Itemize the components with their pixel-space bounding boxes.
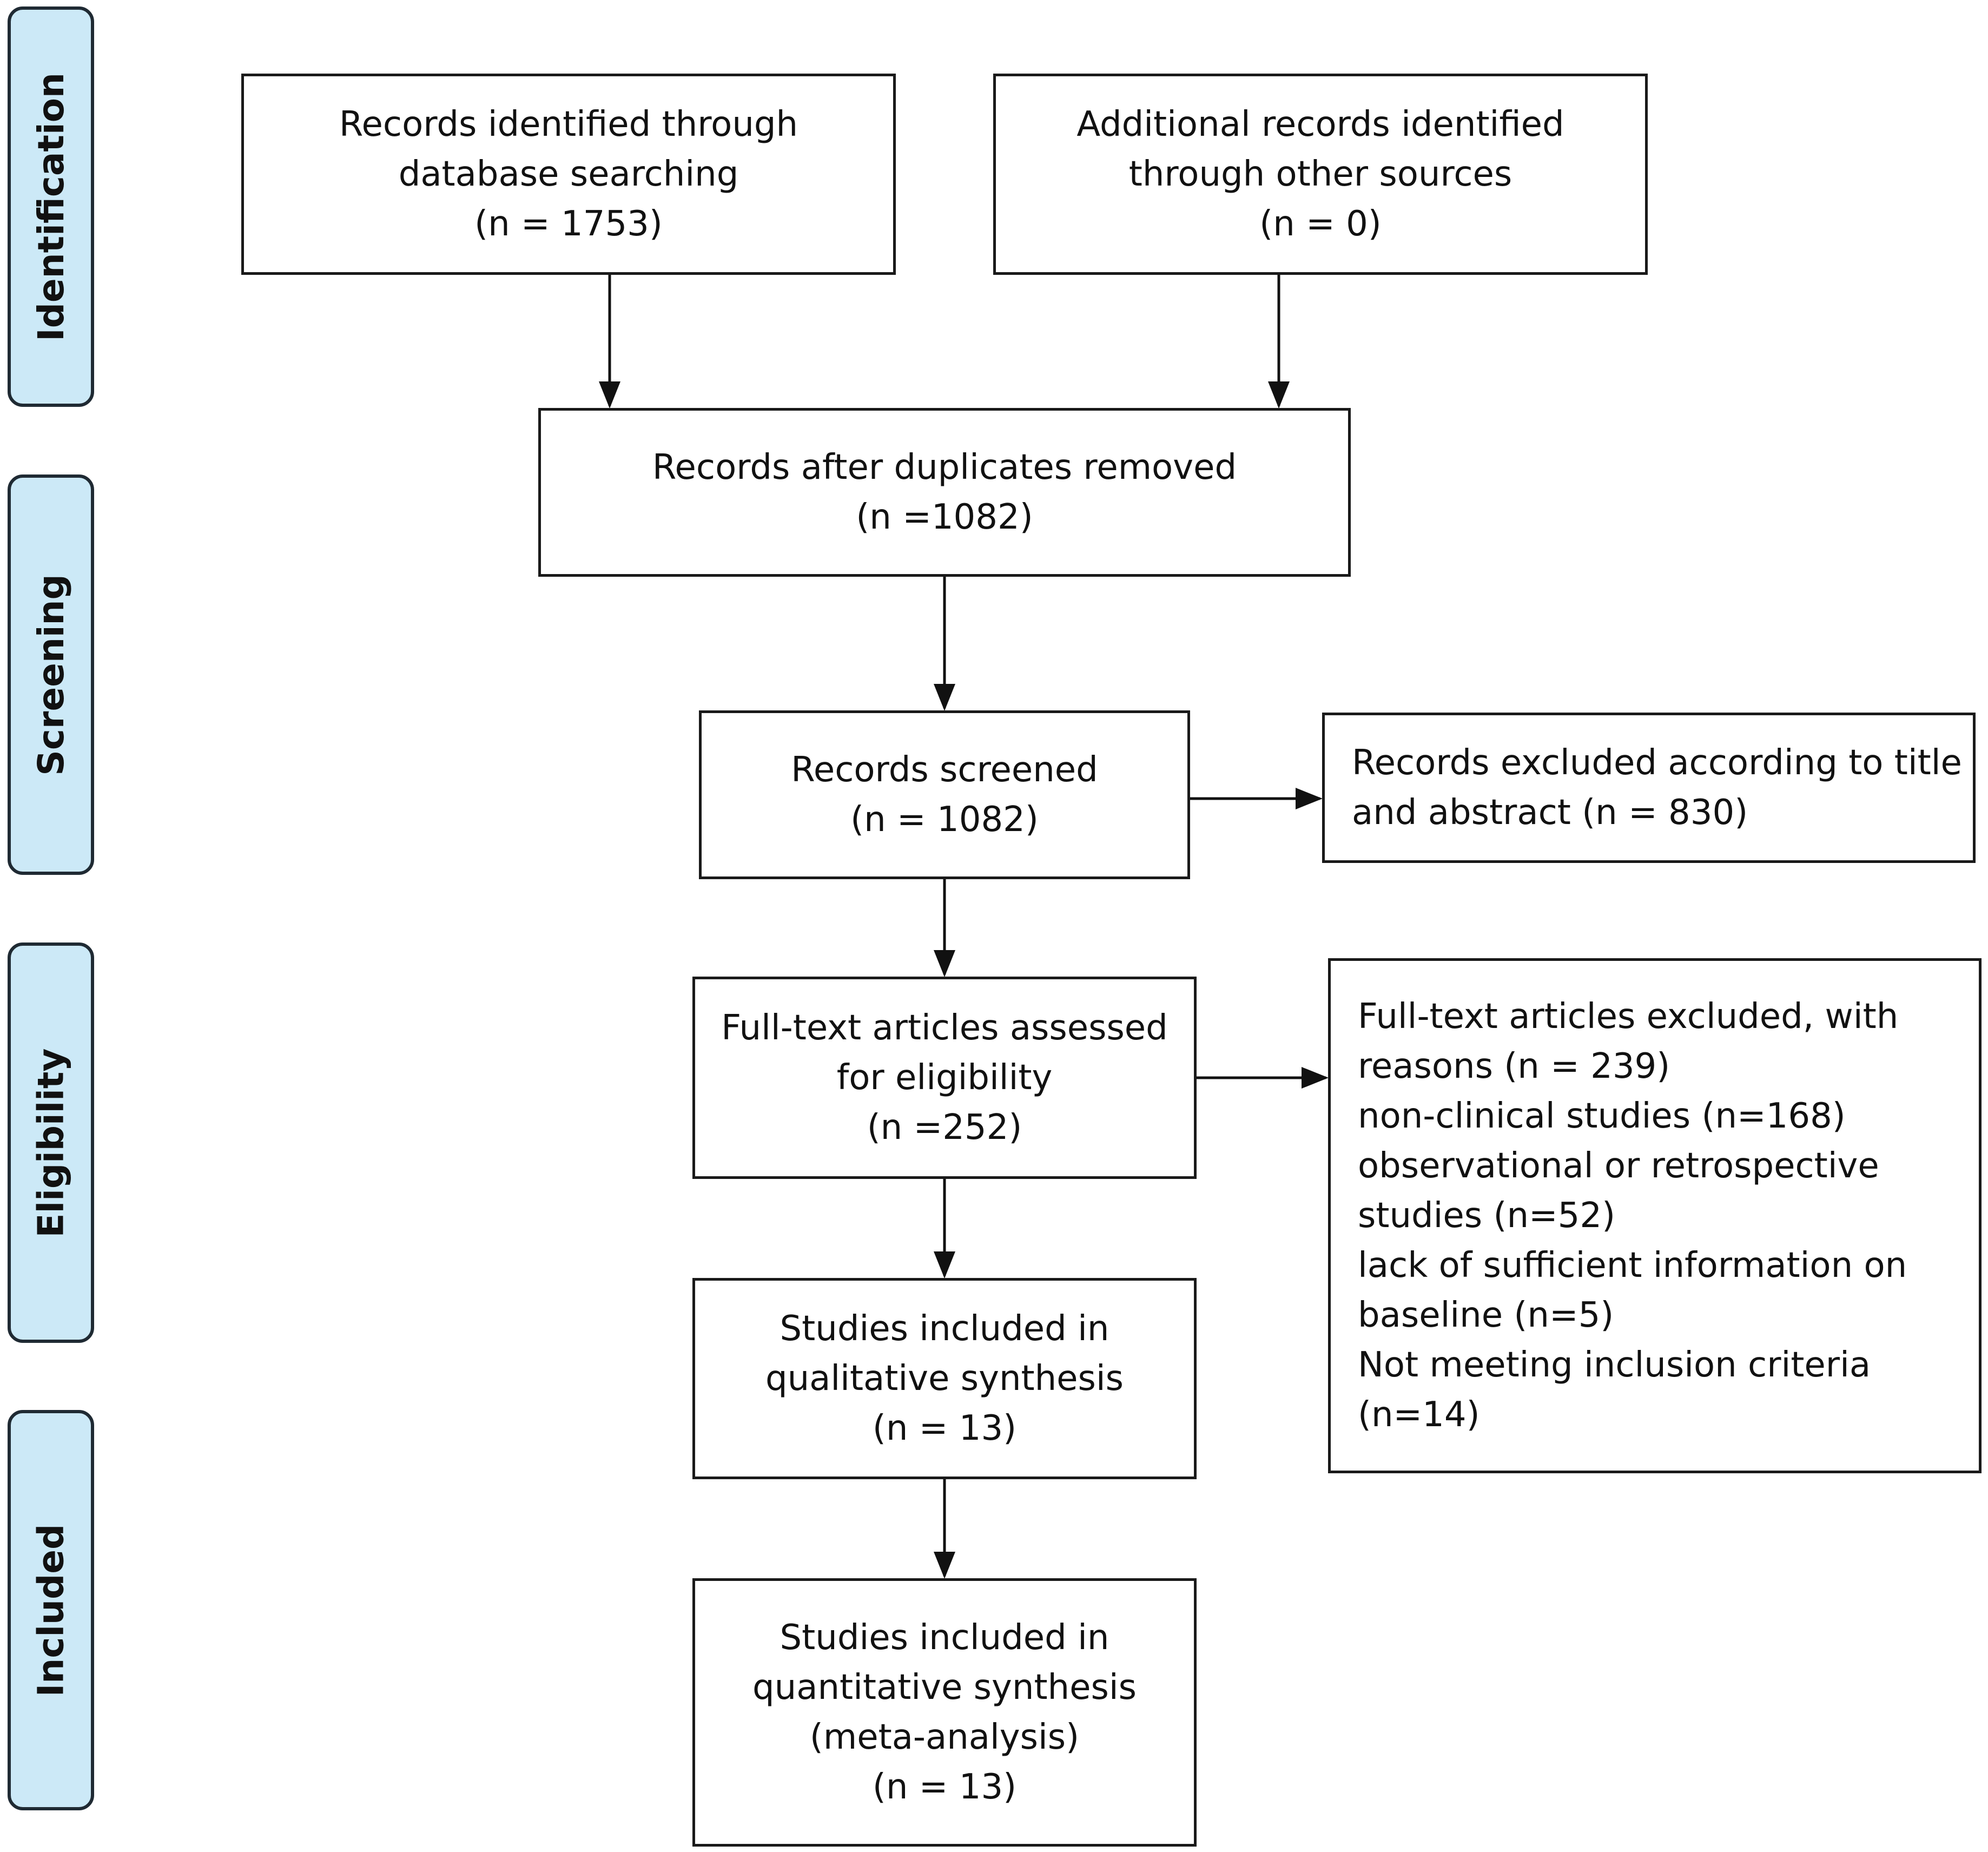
- box-records-screened: Records screened (n = 1082): [699, 710, 1190, 879]
- box-line: (n =252): [867, 1108, 1022, 1148]
- box-line: Records after duplicates removed: [652, 447, 1237, 487]
- box-line: database searching: [398, 154, 739, 194]
- box-line: (meta-analysis): [809, 1717, 1080, 1757]
- box-line: Studies included in: [780, 1618, 1109, 1658]
- box-quantitative-synthesis: Studies included in quantitative synthes…: [692, 1578, 1197, 1847]
- box-line: (n = 1753): [474, 204, 663, 244]
- box-other-sources: Additional records identified through ot…: [993, 74, 1648, 275]
- box-line: for eligibility: [836, 1058, 1053, 1098]
- box-duplicates-removed: Records after duplicates removed (n =108…: [538, 408, 1351, 577]
- box-line: Full-text articles assessed: [721, 1008, 1168, 1048]
- box-line: qualitative synthesis: [765, 1359, 1124, 1399]
- box-line: (n = 13): [872, 1408, 1017, 1448]
- box-qualitative-synthesis: Studies included in qualitative synthesi…: [692, 1278, 1197, 1479]
- box-line: non-clinical studies (n=168): [1358, 1096, 1846, 1136]
- box-line: Additional records identified: [1076, 104, 1564, 144]
- box-line: baseline (n=5): [1358, 1295, 1614, 1335]
- box-line: Records screened: [791, 750, 1098, 790]
- box-line: Studies included in: [780, 1309, 1109, 1349]
- box-line: through other sources: [1128, 154, 1513, 194]
- stage-identification: Identification: [8, 6, 94, 407]
- stage-screening: Screening: [8, 474, 94, 875]
- box-line: Not meeting inclusion criteria: [1358, 1345, 1871, 1385]
- box-line: Records excluded according to title: [1352, 743, 1962, 783]
- box-line: Full-text articles excluded, with: [1358, 997, 1899, 1037]
- box-fulltext-excluded: Full-text articles excluded, with reason…: [1328, 958, 1982, 1473]
- box-line: quantitative synthesis: [752, 1668, 1137, 1708]
- box-excluded-title-abstract: Records excluded according to title and …: [1322, 713, 1976, 863]
- box-line: (n = 13): [872, 1767, 1017, 1807]
- box-line: Records identified through: [339, 104, 798, 144]
- box-line: observational or retrospective: [1358, 1146, 1879, 1186]
- stage-eligibility: Eligibility: [8, 943, 94, 1343]
- box-line: lack of sufficient information on: [1358, 1245, 1907, 1286]
- box-line: (n = 0): [1259, 204, 1382, 244]
- box-line: (n =1082): [856, 497, 1033, 537]
- box-line: and abstract (n = 830): [1352, 793, 1748, 833]
- box-fulltext-assessed: Full-text articles assessed for eligibil…: [692, 977, 1197, 1179]
- box-line: reasons (n = 239): [1358, 1046, 1670, 1086]
- box-database-search: Records identified through database sear…: [241, 74, 896, 275]
- box-line: studies (n=52): [1358, 1196, 1616, 1236]
- box-line: (n = 1082): [850, 800, 1039, 840]
- box-line: (n=14): [1358, 1395, 1480, 1435]
- stage-included: Included: [8, 1410, 94, 1810]
